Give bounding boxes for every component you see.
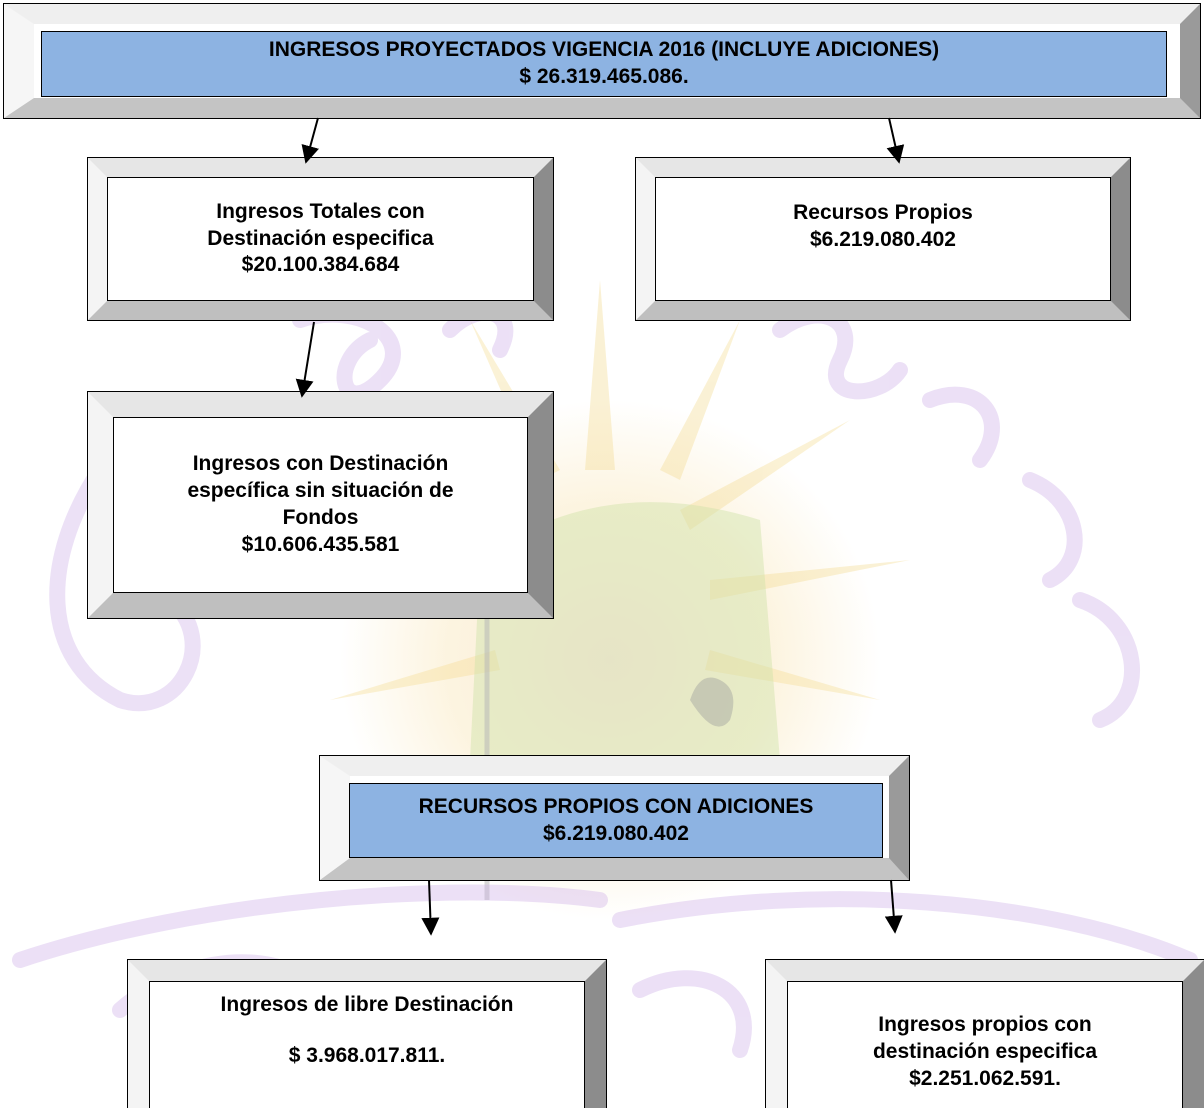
libre-destinacion-box: Ingresos de libre Destinación $ 3.968.01… — [127, 959, 607, 1108]
sin-fondos-line3: Fondos — [282, 506, 359, 529]
propios-destinacion-amount: $2.251.062.591. — [909, 1066, 1061, 1090]
rp-adiciones-title: RECURSOS PROPIOS CON ADICIONES — [418, 794, 814, 818]
arrow-top-to-dest-especifica — [301, 117, 319, 164]
rider-silhouette-watermark — [690, 677, 734, 727]
rp-adiciones-box: RECURSOS PROPIOS CON ADICIONES $6.219.08… — [319, 755, 910, 881]
sin-fondos-box: Ingresos con Destinación específica sin … — [87, 391, 554, 619]
propios-destinacion-line2: destinación especifica — [872, 1039, 1098, 1063]
sin-fondos-amount: $10.606.435.581 — [241, 532, 400, 556]
sin-fondos-line1: Ingresos con Destinación — [192, 452, 449, 476]
arrow-top-to-recursos-propios — [886, 117, 905, 164]
dest-especifica-amount: $20.100.384.684 — [241, 253, 400, 277]
recursos-propios-box: Recursos Propios $6.219.080.402 — [635, 157, 1131, 321]
top-banner-box: INGRESOS PROYECTADOS VIGENCIA 2016 (INCL… — [3, 3, 1201, 119]
arrow-rp-to-propios-dest — [884, 879, 903, 934]
recursos-propios-amount: $6.219.080.402 — [810, 227, 956, 251]
propios-destinacion-box: Ingresos propios con destinación especif… — [765, 959, 1204, 1108]
propios-destinacion-line1: Ingresos propios con — [878, 1013, 1092, 1036]
dest-especifica-line2: Destinación especifica — [207, 226, 434, 250]
dest-especifica-line1: Ingresos Totales con — [216, 199, 425, 223]
arrow-rp-to-libre — [421, 879, 440, 936]
rp-adiciones-amount: $6.219.080.402 — [543, 821, 689, 845]
top-banner-amount: $ 26.319.465.086. — [519, 65, 689, 88]
recursos-propios-label: Recursos Propios — [793, 201, 973, 224]
sin-fondos-line2: específica sin situación de — [187, 479, 454, 503]
top-banner-title: INGRESOS PROYECTADOS VIGENCIA 2016 (INCL… — [268, 38, 940, 62]
libre-destinacion-label: Ingresos de libre Destinación — [220, 993, 514, 1016]
arrow-dest-to-sin-fondos — [295, 321, 315, 398]
dest-especifica-box: Ingresos Totales con Destinación especif… — [87, 157, 554, 321]
libre-destinacion-amount: $ 3.968.017.811. — [288, 1043, 446, 1067]
